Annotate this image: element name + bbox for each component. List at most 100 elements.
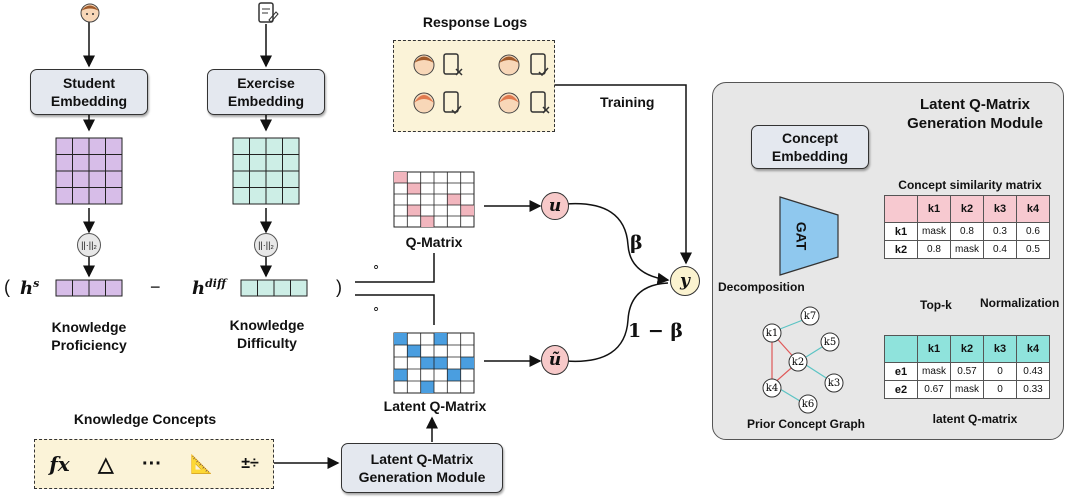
u-tilde-node: ũ: [541, 345, 569, 375]
exercise-embedding-grid: [232, 137, 300, 205]
h-diff-sup: diff: [205, 277, 227, 290]
sim-cell: mask: [917, 222, 951, 241]
student-embedding-box: Student Embedding: [30, 69, 148, 115]
u-node: u: [541, 192, 569, 220]
ruler-icon: 📐: [190, 453, 213, 474]
student-log-icon-3: [413, 92, 435, 114]
gat-shape: [779, 196, 839, 276]
student-embedding-label: Student Embedding: [50, 75, 128, 109]
sim-cell: 0.8: [950, 222, 984, 241]
node-k3: k3: [828, 378, 840, 389]
response-logs-box: [393, 40, 555, 132]
lat-cell: mask: [917, 362, 951, 381]
similarity-matrix-title: Concept similarity matrix: [898, 178, 1042, 192]
concept-embedding-box: Concept Embedding: [751, 125, 869, 169]
node-k1: k1: [766, 328, 778, 339]
h-student-base: h: [20, 278, 34, 299]
lat-cell: 0: [983, 362, 1017, 381]
lat-cell: 0: [983, 380, 1017, 399]
knowledge-concepts-title: Knowledge Concepts: [73, 411, 217, 427]
q-matrix-grid: [393, 171, 475, 228]
sim-cell: 0.5: [1016, 240, 1050, 259]
open-paren: (: [4, 277, 10, 297]
panel-title: Latent Q-Matrix Generation Module: [907, 96, 1043, 132]
sim-cell: 0.3: [983, 222, 1017, 241]
concept-embedding-label: Concept Embedding: [771, 130, 849, 164]
sim-row-1-label: k1: [884, 222, 918, 241]
sim-cell: 0.8: [917, 240, 951, 259]
function-icon: fx: [49, 452, 70, 476]
knowledge-proficiency-label: Knowledge Proficiency: [51, 319, 127, 353]
node-k2: k2: [792, 357, 804, 368]
sim-header-1: k1: [917, 195, 951, 223]
latent-q-matrix-label: Latent Q-Matrix: [383, 398, 487, 414]
sim-cell: 0.4: [983, 240, 1017, 259]
sim-header-2: k2: [950, 195, 984, 223]
student-vector: [55, 279, 123, 297]
lat-header-0: [884, 335, 918, 363]
latent-q-matrix-grid: [393, 332, 475, 394]
similarity-table: k1 k2 k3 k4 k1 mask 0.8 0.3 0.6 k2 0.8 m…: [884, 195, 1050, 259]
norm-operator-exercise: ||·||₂: [254, 233, 278, 257]
lat-header-3: k3: [983, 335, 1017, 363]
prior-graph-label: Prior Concept Graph: [746, 417, 865, 431]
node-k4: k4: [766, 383, 778, 394]
node-k6: k6: [802, 399, 814, 410]
student-icon: [80, 3, 100, 23]
sim-header-4: k4: [1016, 195, 1050, 223]
sim-cell: mask: [950, 240, 984, 259]
exercise-icon: [258, 2, 279, 23]
lat-header-2: k2: [950, 335, 984, 363]
response-logs-icons: [413, 53, 550, 115]
training-label: Training: [600, 94, 655, 110]
sim-row-2-label: k2: [884, 240, 918, 259]
one-minus-beta-label: 1 − β: [628, 320, 683, 342]
student-embedding-grid: [55, 137, 123, 205]
lat-cell: 0.43: [1016, 362, 1050, 381]
q-matrix-label: Q-Matrix: [405, 234, 463, 250]
latent-module-box-label: Latent Q-Matrix Generation Module: [358, 451, 486, 485]
exercise-embedding-box: Exercise Embedding: [207, 69, 325, 115]
node-k5: k5: [824, 337, 836, 348]
h-student-sup: s: [33, 277, 40, 290]
arithmetic-icon: ±÷: [241, 455, 259, 472]
decomposition-label: Decomposition: [718, 280, 805, 294]
sim-cell: 0.6: [1016, 222, 1050, 241]
student-log-icon-1: [413, 54, 435, 76]
response-logs-title: Response Logs: [422, 14, 528, 30]
node-k7: k7: [804, 311, 816, 322]
knowledge-concepts-box: fx △ ··· 📐 ±÷: [34, 439, 274, 489]
close-paren: ): [336, 277, 342, 297]
lat-header-1: k1: [917, 335, 951, 363]
h-student-label: hs: [20, 277, 39, 299]
student-log-icon-2: [498, 54, 520, 76]
y-node: y: [670, 266, 700, 296]
prior-concept-graph: k1 k2 k3 k4 k5 k6 k7: [762, 306, 844, 414]
lat-row-2-label: e2: [884, 380, 918, 399]
lat-header-4: k4: [1016, 335, 1050, 363]
topk-label: Top-k: [920, 298, 952, 312]
sim-header-3: k3: [983, 195, 1017, 223]
h-diff-base: h: [192, 278, 206, 299]
student-log-icon-4: [498, 92, 520, 114]
hadamard-bottom: ∘: [372, 301, 381, 316]
difficulty-vector: [240, 279, 308, 297]
latent-q-matrix-title: latent Q-matrix: [932, 412, 1018, 426]
lat-cell: mask: [950, 380, 984, 399]
latent-q-table: k1 k2 k3 k4 e1 mask 0.57 0 0.43 e2 0.67 …: [884, 335, 1050, 399]
normalization-label: Normalization: [980, 296, 1060, 310]
lat-cell: 0.67: [917, 380, 951, 399]
geometry-icon: △: [98, 453, 114, 476]
sim-header-0: [884, 195, 918, 223]
lat-row-1-label: e1: [884, 362, 918, 381]
lat-cell: 0.33: [1016, 380, 1050, 399]
beta-label: β: [630, 232, 643, 254]
norm-operator-student: ||·||₂: [77, 233, 101, 257]
gat-label: GAT: [793, 221, 810, 251]
ellipsis-icon: ···: [141, 452, 162, 475]
latent-q-matrix-module-box: Latent Q-Matrix Generation Module: [341, 443, 503, 493]
hadamard-top: ∘: [372, 259, 381, 274]
knowledge-difficulty-label: Knowledge Difficulty: [229, 317, 305, 351]
h-diff-label: hdiff: [192, 277, 226, 299]
